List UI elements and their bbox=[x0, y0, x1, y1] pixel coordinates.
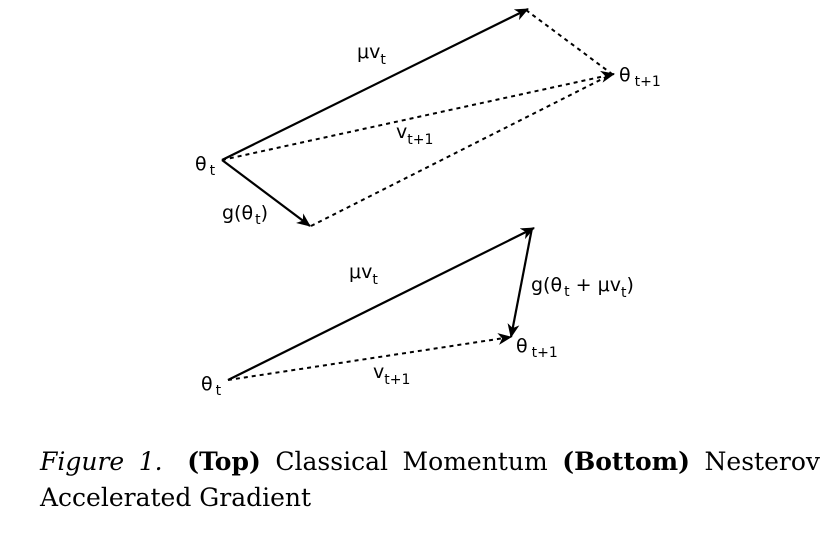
caption-bottom-text: Nesterov Accelerated Gradient bbox=[40, 447, 821, 512]
top-dotted-gradient-to-theta bbox=[310, 73, 613, 227]
top-momentum-arrow bbox=[221, 8, 529, 161]
top-momentum-label: μvt bbox=[357, 41, 386, 68]
bottom-gradient-arrow bbox=[507, 227, 534, 338]
caption-top-bold: (Top) bbox=[187, 447, 261, 476]
figure-label: Figure 1. bbox=[40, 447, 163, 476]
top-velocity-label: vt+1 bbox=[396, 121, 433, 148]
top-gradient-arrow bbox=[221, 159, 311, 227]
bottom-momentum-arrow bbox=[227, 227, 535, 381]
top-dotted-momentum-to-theta bbox=[525, 9, 613, 75]
top-velocity-arrow bbox=[221, 70, 615, 161]
caption-top-text: Classical Momentum bbox=[275, 447, 548, 476]
figure-caption: Figure 1. (Top) Classical Momentum (Bott… bbox=[40, 444, 820, 516]
bottom-velocity-label: vt+1 bbox=[373, 361, 410, 388]
caption-bottom-bold: (Bottom) bbox=[562, 447, 690, 476]
bottom-momentum-label: μvt bbox=[349, 261, 378, 288]
